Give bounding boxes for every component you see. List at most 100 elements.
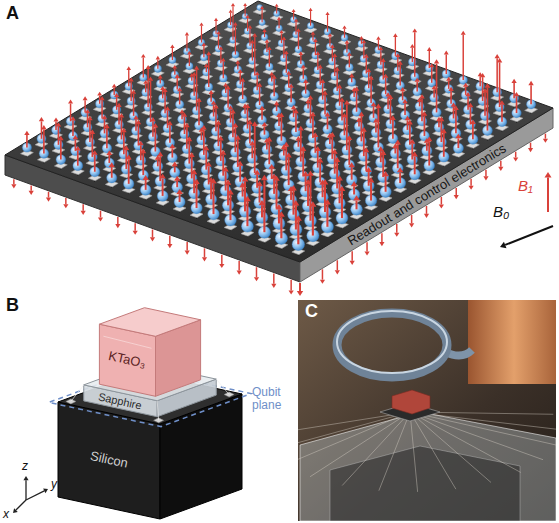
arrow-shaft [404,103,406,115]
qubit [67,116,80,145]
field-arrow [498,161,503,171]
arrow-head [236,60,241,64]
arrow-shaft [431,67,432,83]
arrow-shaft [240,73,241,84]
arrow-shaft [472,124,474,139]
arrow-shaft [186,242,188,251]
spin-arrow [485,83,491,130]
qubit [258,29,271,46]
arrow-head [283,142,289,147]
field-arrow [350,251,355,265]
qubit [377,58,390,89]
qubit [508,79,521,108]
arrow-head [126,66,131,70]
spin-arrow [169,144,175,158]
arrow-shaft [288,75,289,88]
arrow-head [126,155,132,160]
spin-arrow [196,98,201,125]
arrow-head [528,81,533,85]
field-arrow [335,260,340,274]
arrow-shaft [147,69,148,107]
arrow-head [185,32,189,35]
arrow-head [364,54,369,58]
arrow-head [173,65,178,69]
arrow-shaft [117,217,119,224]
arrow-head [310,112,316,116]
spin-arrow [160,174,166,196]
spin-arrow [237,161,243,182]
spin-arrow [292,9,296,20]
arrow-shaft [414,32,415,76]
arrow-shaft [201,132,203,140]
arrow-shaft [293,12,294,20]
spin-arrow [243,3,247,16]
spin-arrow [267,46,272,66]
arrow-head [150,117,155,121]
arrow-shaft [448,81,449,89]
arrow-shaft [191,157,193,178]
spin-arrow [286,153,292,186]
arrow-head [157,152,163,157]
arrow-head [277,17,281,20]
arrow-head [186,136,192,141]
arrow-head [223,167,229,172]
arrow-head [269,72,274,76]
qubit [246,141,259,168]
arrow-head [136,120,142,124]
spin-arrow [345,40,349,52]
spin-arrow [266,137,272,165]
qubit [105,162,118,188]
arrow-head [143,80,148,84]
arrow-head [39,117,44,121]
arrow-head [169,144,175,149]
arrow-shaft [412,48,413,62]
spin-arrow [231,3,235,40]
arrow-shaft [317,151,319,168]
field-arrow [11,179,16,188]
arrow-shaft [351,251,353,261]
qubit [214,46,227,72]
arrow-shaft [530,143,532,148]
arrow-head [73,135,79,139]
arrow-shaft [278,20,279,28]
qubit [491,54,504,101]
spin-arrow [448,87,453,104]
qubit [406,139,419,170]
qubit [360,54,373,83]
qubit [437,128,450,167]
qubit [362,68,375,97]
arrow-shaft [43,129,45,153]
qubit [154,75,167,93]
field-arrow [237,261,242,275]
field-arrow [185,242,190,255]
qubit [374,146,387,172]
arrow-shaft [278,117,280,126]
qubit [93,92,106,113]
qubit [98,115,111,143]
field-arrow [254,267,259,281]
arrow-head [380,150,386,155]
qubit [122,155,135,194]
arrow-shaft [264,32,265,37]
arrow-shaft [174,69,175,75]
arrow-shaft [220,140,222,161]
arrow-shaft [312,35,313,41]
arrow-shaft [385,176,387,192]
spin-arrow [332,53,337,76]
arrow-head [187,51,191,55]
arrow-shaft [370,182,372,200]
arrow-head [119,113,124,117]
arrow-head [400,87,405,91]
arrow-head [24,131,29,135]
spin-arrow [153,123,159,151]
spin-arrow [277,17,281,29]
qubit [222,180,235,216]
arrow-shaft [332,48,333,61]
arrow-head [289,84,294,88]
arrow-shaft [394,148,396,153]
arrow-shaft [104,119,106,133]
arrow-shaft [300,55,301,64]
arrow-head [299,51,304,55]
arrow-head [153,123,159,127]
qubit [372,104,385,158]
